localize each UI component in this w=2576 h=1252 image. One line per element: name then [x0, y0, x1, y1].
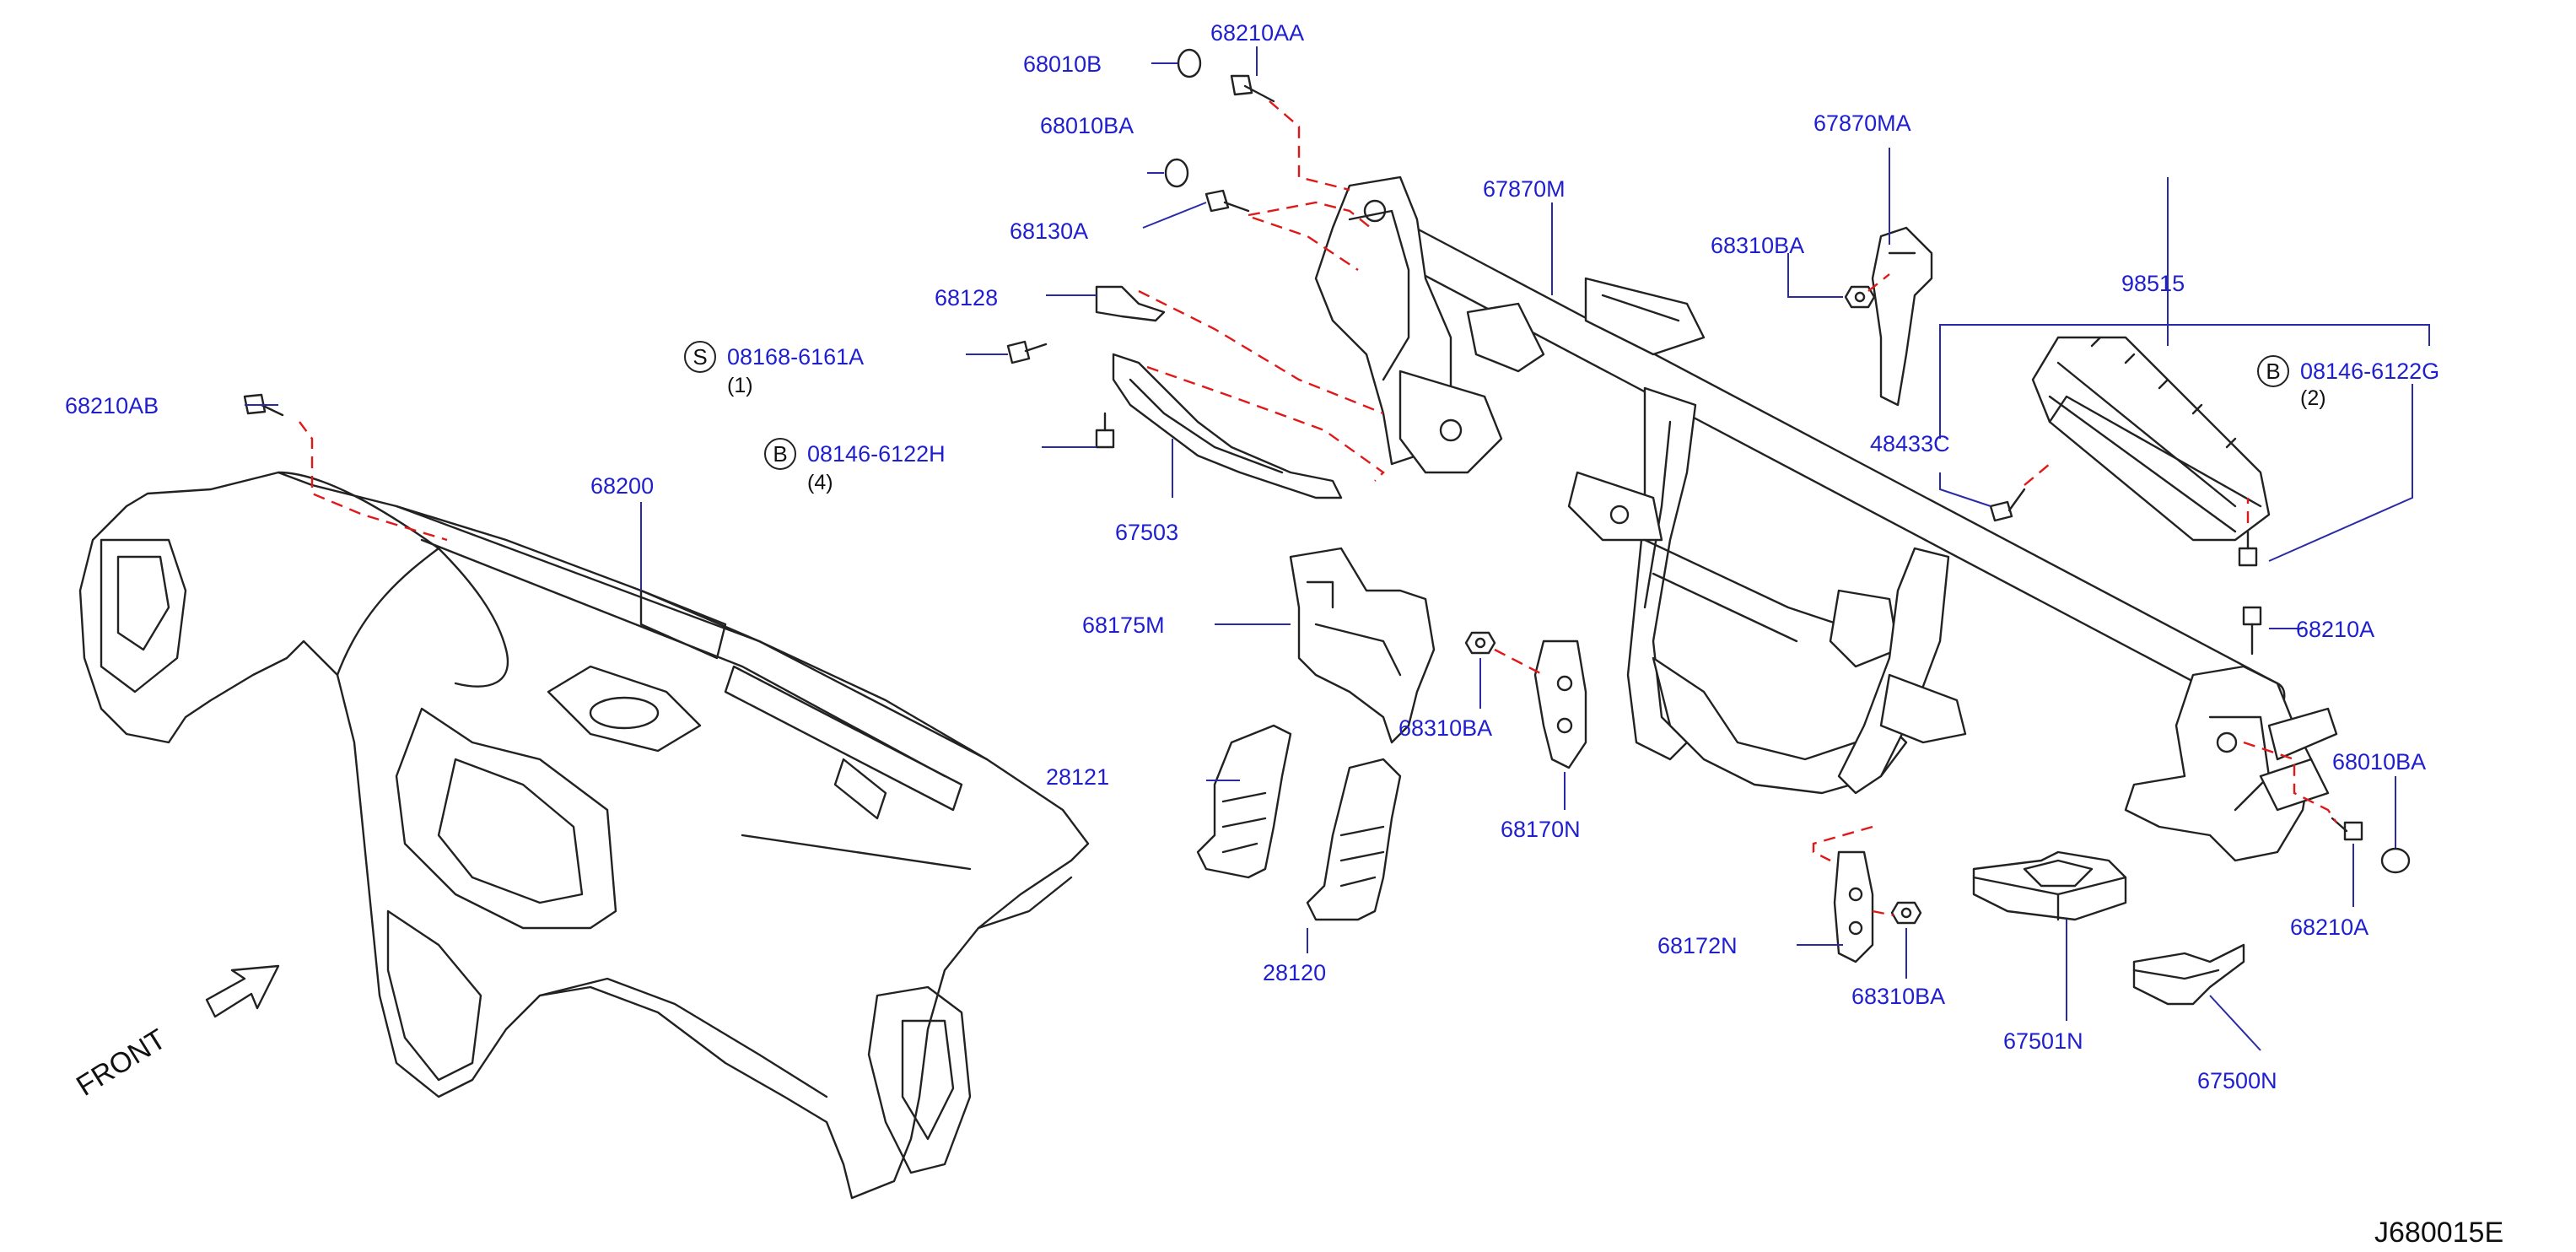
label-08168-6161A: 08168-6161A: [727, 344, 864, 370]
label-67500N: 67500N: [2197, 1068, 2277, 1093]
bracket-68128: [1095, 285, 1166, 322]
airbag-module-98515: [2031, 336, 2271, 542]
label-08146-6122H: 08146-6122H: [807, 441, 946, 467]
label-68210A-lower: 68210A: [2290, 915, 2369, 940]
label-48433C: 48433C: [1870, 431, 1950, 456]
module-67501N: [1972, 850, 2127, 921]
label-68200: 68200: [590, 473, 654, 499]
label-68175M: 68175M: [1082, 613, 1165, 638]
prefix-circle-B: [764, 438, 796, 470]
bracket-68175M: [1289, 547, 1436, 744]
leader-lines: [245, 46, 2430, 1051]
bracket-67503: [1112, 353, 1343, 499]
bracket-28120: [1306, 758, 1402, 921]
fasteners: [243, 48, 2411, 925]
label-68010B: 68010B: [1023, 51, 1102, 77]
prefix-circle-B: [2257, 355, 2289, 387]
label-68210AB: 68210AB: [65, 393, 159, 418]
prefix-letter: S: [693, 344, 707, 370]
callout-08146-6122G: B 08146-6122G (2): [2257, 355, 2439, 410]
prefix-letter: B: [773, 441, 787, 467]
bracket-68172N: [1833, 850, 1874, 963]
label-68310BA-top: 68310BA: [1711, 233, 1804, 258]
label-68172N: 68172N: [1657, 933, 1738, 958]
prefix-circle-S: [684, 341, 716, 373]
label-68128: 68128: [935, 285, 998, 310]
label-68010BA-right: 68010BA: [2332, 749, 2426, 774]
label-67870MA: 67870MA: [1813, 111, 1911, 136]
label-68310BA-low: 68310BA: [1851, 984, 1945, 1009]
callout-08146-6122H: B 08146-6122H (4): [764, 438, 946, 494]
bracket-67500N: [2132, 943, 2245, 1006]
prefix-letter: B: [2266, 359, 2280, 384]
qty-08146-6122G: (2): [2300, 386, 2326, 410]
label-67501N: 67501N: [2003, 1028, 2083, 1054]
instrument-panel-68200: [78, 471, 1090, 1200]
label-68130A: 68130A: [1010, 219, 1088, 244]
callout-08168-6161A: S 08168-6161A (1): [684, 341, 864, 397]
label-68010BA-top: 68010BA: [1040, 113, 1134, 138]
bracket-67870MA: [1871, 226, 1933, 407]
label-28121: 28121: [1046, 764, 1109, 790]
label-68210AA: 68210AA: [1210, 20, 1304, 46]
steering-member-67870M: [1314, 175, 2338, 862]
diagram-code: J680015E: [2374, 1217, 2503, 1249]
qty-08146-6122H: (4): [807, 471, 833, 494]
front-indicator: FRONT: [71, 964, 280, 1103]
bracket-28121: [1196, 724, 1292, 879]
label-68170N: 68170N: [1501, 817, 1581, 842]
qty-08168-6161A: (1): [727, 374, 753, 397]
label-28120: 28120: [1263, 960, 1326, 985]
front-label: FRONT: [71, 1023, 171, 1103]
dashed-guides: [299, 100, 2337, 917]
label-68210A-right: 68210A: [2296, 617, 2374, 642]
label-08146-6122G: 08146-6122G: [2300, 359, 2439, 384]
label-68310BA-mid: 68310BA: [1398, 715, 1492, 741]
label-98515: 98515: [2121, 271, 2185, 296]
label-67503: 67503: [1115, 520, 1178, 545]
part-labels: 68010B 68210AA 68010BA 68130A 68128 6787…: [65, 20, 2439, 1093]
front-arrow-icon: [205, 964, 280, 1018]
label-67870M: 67870M: [1483, 176, 1566, 202]
bracket-68170N: [1533, 639, 1587, 769]
